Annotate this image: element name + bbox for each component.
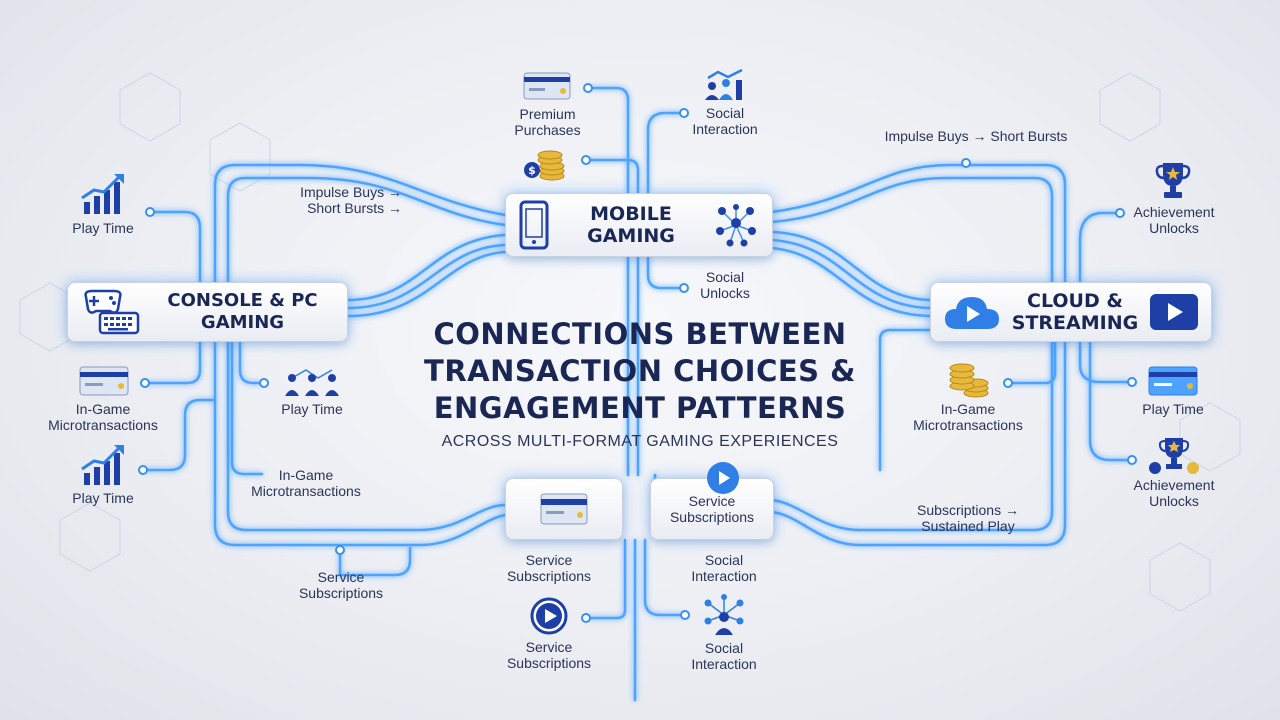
- cloud-streaming-line2: STREAMING: [1011, 312, 1139, 334]
- service-subscriptions-box-line1: Service: [688, 493, 736, 509]
- social-interaction-bottom-line2: Interaction: [691, 656, 757, 672]
- credit-card-icon: [540, 493, 588, 525]
- play-time-left-bottom-label: Play Time: [72, 490, 134, 506]
- premium-purchases-line2: Purchases: [514, 122, 581, 138]
- microtransactions-left-line1: In-Game: [75, 401, 131, 417]
- cloud-streaming-line1: CLOUD &: [1027, 290, 1123, 312]
- microtransactions-center-left-label: In-Game Microtransactions: [240, 467, 372, 499]
- cloud-streaming-title: CLOUD & STREAMING: [1011, 290, 1139, 334]
- premium-purchases-label: Premium Purchases: [500, 106, 595, 138]
- play-time-left-top-label: Play Time: [72, 220, 134, 236]
- social-interaction-top-label: Social Interaction: [680, 105, 770, 137]
- social-interaction-center-line2: Interaction: [691, 568, 757, 584]
- play-circle-icon: [530, 597, 568, 635]
- trophy-icon: [1155, 163, 1191, 198]
- people-network-icon: [285, 369, 339, 396]
- achievement-unlocks-bottom-line1: Achievement: [1133, 477, 1215, 493]
- gamepad-keyboard-icon: [84, 289, 140, 335]
- credit-card-icon: [523, 72, 571, 100]
- growth-chart-icon: [81, 445, 124, 485]
- mobile-gaming-hub[interactable]: MOBILE GAMING: [505, 193, 773, 257]
- service-subscriptions-bottom-line1: Service: [525, 639, 573, 655]
- social-unlocks-label: Social Unlocks: [680, 269, 770, 301]
- smartphone-icon: [519, 200, 549, 250]
- social-interaction-center-line1: Social: [704, 552, 744, 568]
- premium-purchases-line1: Premium: [519, 106, 576, 122]
- service-subscriptions-center-label: Service Subscriptions: [497, 552, 601, 584]
- service-card-box[interactable]: [505, 478, 623, 540]
- impulse-left-line2: Short Bursts →: [307, 200, 402, 216]
- achievement-unlocks-top-line1: Achievement: [1133, 204, 1215, 220]
- mobile-gaming-line2: GAMING: [587, 225, 675, 247]
- achievement-unlocks-top-line2: Unlocks: [1149, 220, 1199, 236]
- title-line1: CONNECTIONS BETWEEN: [433, 317, 847, 351]
- console-pc-gaming-line2: GAMING: [200, 312, 285, 333]
- social-unlocks-line2: Unlocks: [700, 285, 750, 301]
- achievement-unlocks-top-label: Achievement Unlocks: [1125, 204, 1223, 236]
- mobile-gaming-line1: MOBILE: [590, 203, 672, 225]
- microtransactions-center-left-line2: Microtransactions: [251, 483, 361, 499]
- service-subscriptions-center-line1: Service: [525, 552, 573, 568]
- subscriptions-sustained-label: Subscriptions → Sustained Play: [900, 502, 1036, 534]
- mobile-gaming-title: MOBILE GAMING: [560, 203, 702, 247]
- social-unlocks-line1: Social: [705, 269, 745, 285]
- cloud-streaming-hub[interactable]: CLOUD & STREAMING: [930, 282, 1212, 342]
- social-interaction-top-line2: Interaction: [692, 121, 758, 137]
- play-time-left-mid-label: Play Time: [281, 401, 343, 417]
- title-line2: TRANSACTION CHOICES &: [424, 354, 856, 388]
- achievement-unlocks-bottom-label: Achievement Unlocks: [1125, 477, 1223, 509]
- coins-icon: $: [524, 150, 565, 181]
- subscriptions-sustained-line2: Sustained Play: [921, 518, 1015, 534]
- cloud-play-icon: [945, 297, 999, 329]
- play-circle-icon: [707, 462, 739, 494]
- diagram-title: CONNECTIONS BETWEEN TRANSACTION CHOICES …: [400, 316, 880, 427]
- service-subscriptions-box-label: Service Subscriptions: [663, 493, 761, 525]
- social-interaction-bottom-label: Social Interaction: [679, 640, 769, 672]
- credit-card-icon: [1148, 366, 1198, 396]
- service-subscriptions-left-line1: Service: [317, 569, 365, 585]
- subscriptions-sustained-line1: Subscriptions →: [917, 502, 1019, 518]
- microtransactions-center-left-line1: In-Game: [278, 467, 334, 483]
- network-people-icon: [716, 204, 756, 247]
- microtransactions-right-line2: Microtransactions: [913, 417, 1023, 433]
- service-subscriptions-bottom-line2: Subscriptions: [506, 655, 592, 671]
- social-network-icon: [704, 594, 744, 635]
- coins-icon: [949, 363, 989, 398]
- diagram-subtitle: ACROSS MULTI-FORMAT GAMING EXPERIENCES: [441, 433, 839, 450]
- growth-chart-icon: [81, 174, 124, 214]
- credit-card-icon: [79, 366, 129, 396]
- social-interaction-bottom-line1: Social: [704, 640, 744, 656]
- achievement-unlocks-bottom-line2: Unlocks: [1149, 493, 1199, 509]
- console-pc-gaming-line1: CONSOLE & PC: [167, 290, 318, 311]
- play-time-right-label: Play Time: [1142, 401, 1204, 417]
- impulse-buys-right-label: Impulse Buys → Short Bursts: [884, 128, 1068, 144]
- title-line3: ENGAGEMENT PATTERNS: [433, 391, 847, 425]
- trophy-coins-icon: [1149, 438, 1199, 474]
- impulse-buys-left-label: Impulse Buys → Short Bursts →: [270, 184, 402, 216]
- microtransactions-left-label: In-Game Microtransactions: [38, 401, 168, 433]
- microtransactions-right-line1: In-Game: [940, 401, 996, 417]
- social-interaction-center-label: Social Interaction: [679, 552, 769, 584]
- social-interaction-top-line1: Social: [705, 105, 745, 121]
- microtransactions-left-line2: Microtransactions: [48, 417, 158, 433]
- microtransactions-right-label: In-Game Microtransactions: [903, 401, 1033, 433]
- svg-text:$: $: [528, 164, 536, 177]
- service-subscriptions-bottom-label: Service Subscriptions: [497, 639, 601, 671]
- service-subscriptions-left-label: Service Subscriptions: [286, 569, 396, 601]
- service-subscriptions-box-line2: Subscriptions: [669, 509, 755, 525]
- console-pc-gaming-title: CONSOLE & PC GAMING: [150, 290, 335, 334]
- service-subscriptions-left-line2: Subscriptions: [298, 585, 384, 601]
- social-growth-icon: [705, 68, 743, 100]
- impulse-left-line1: Impulse Buys →: [300, 184, 402, 200]
- service-subscriptions-center-line2: Subscriptions: [506, 568, 592, 584]
- console-pc-gaming-hub[interactable]: CONSOLE & PC GAMING: [67, 282, 348, 342]
- video-play-icon: [1150, 294, 1198, 330]
